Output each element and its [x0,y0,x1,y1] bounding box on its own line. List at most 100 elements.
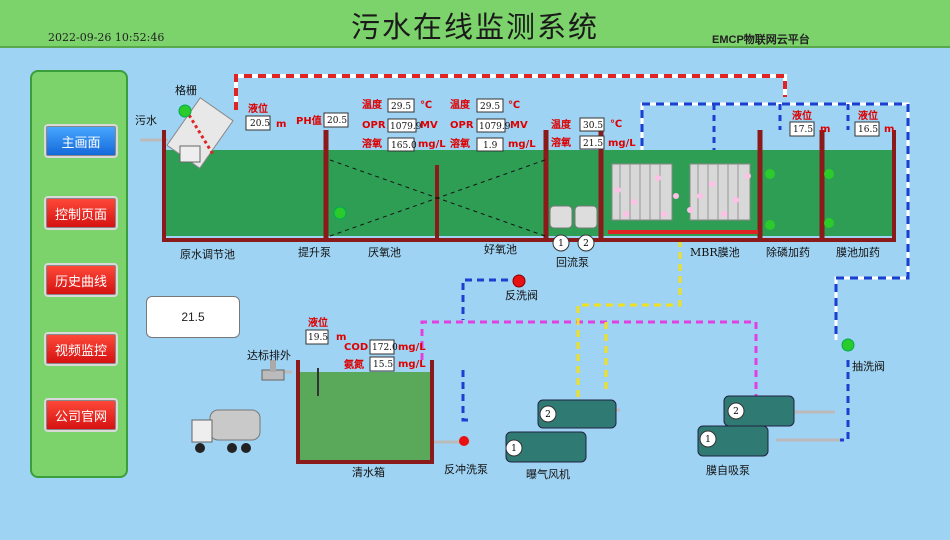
svg-text:温度: 温度 [551,118,572,131]
blowers [505,399,617,463]
label-clear-tank: 清水箱 [352,465,385,479]
svg-text:液位: 液位 [308,316,328,329]
anoxic-opr-value: 1079.9 [390,122,422,132]
nav-main-button[interactable]: 主画面 [44,124,118,158]
svg-text:温度: 温度 [450,98,471,111]
screen-unit [166,97,234,169]
svg-text:mg/L: mg/L [398,342,426,353]
self-priming-pumps [697,395,795,457]
label-backflush-pump: 反冲洗泵 [444,462,488,476]
svg-text:MV: MV [420,120,438,131]
svg-text:1: 1 [511,444,517,454]
svg-text:氨氮: 氨氮 [344,358,364,371]
label-discharge: 达标排外 [247,348,291,362]
return-temp-value: 30.5 [583,121,603,131]
label-return-pump: 回流泵 [556,255,589,269]
nav-control-button[interactable]: 控制页面 [44,196,118,230]
svg-text:溶氧: 溶氧 [450,137,470,150]
return-pumps [549,205,598,252]
main-tank [162,130,896,242]
svg-text:2: 2 [545,410,551,420]
svg-text:m: m [276,119,286,130]
svg-text:液位: 液位 [858,109,878,122]
pump-numbers: 1 2 2 1 2 1 [511,239,739,454]
label-phosphorus: 除磷加药 [766,245,810,259]
svg-text:OPR: OPR [362,120,386,131]
clear-water-tank [296,360,434,464]
svg-text:m: m [336,332,346,343]
yellow-pipe [576,240,682,400]
header-bar: 污水在线监测系统 2022-09-26 10:52:46 EMCP物联网云平台 [0,0,950,48]
svg-text:OPR: OPR [450,120,474,131]
svg-text:m: m [884,124,894,135]
label-mbr: MBR膜池 [690,246,740,259]
magenta-pipe [420,320,758,410]
eq-level-value: 20.5 [250,119,270,129]
label-suction-valve: 抽洗阀 [852,359,885,373]
aerobic-temp-value: 29.5 [480,102,500,112]
svg-text:mg/L: mg/L [608,138,636,149]
mem-level-group: 液位 16.5 m [854,109,894,137]
svg-text:2: 2 [733,407,739,417]
svg-text:1: 1 [558,239,564,249]
phos-level-value: 17.5 [793,125,813,135]
label-aerobic: 好氧池 [484,242,517,256]
mbr-membranes [611,163,751,221]
label-lift-pump: 提升泵 [298,246,331,259]
mem-level-value: 16.5 [858,125,878,135]
labels: 污水 格栅 原水调节池 提升泵 厌氧池 好氧池 回流泵 MBR膜池 除磷加药 膜… [135,83,885,481]
label-self-priming: 膜自吸泵 [706,464,750,477]
svg-text:溶氧: 溶氧 [362,137,382,150]
clear-tank-params: 液位 19.5 m COD 172.0 mg/L 氨氮 15.5 mg/L [305,316,426,372]
nav-history-button[interactable]: 历史曲线 [44,263,118,297]
anoxic-temp-value: 29.5 [391,102,411,112]
svg-text:溶氧: 溶氧 [551,136,571,149]
svg-text:PH值: PH值 [296,114,322,127]
label-anoxic: 厌氧池 [368,245,401,259]
svg-text:液位: 液位 [792,109,812,122]
ph-value: 20.5 [327,116,347,126]
aerobic-params: 温度 29.5 ℃ OPR 1079.9 MV 溶氧 1.9 mg/L [450,98,536,152]
aerobic-opr-value: 1079.9 [479,122,511,132]
svg-text:COD: COD [344,342,368,353]
label-wastewater: 污水 [135,114,157,127]
nav-video-button[interactable]: 视频监控 [44,332,118,366]
ph-group: PH值 20.5 [296,112,349,128]
clear-level-value: 19.5 [308,333,328,343]
red-pipe [234,74,787,230]
svg-text:m: m [820,124,830,135]
status-lights [178,104,855,452]
aerobic-do-value: 1.9 [483,141,498,151]
svg-text:液位: 液位 [248,102,268,115]
phos-level-group: 液位 17.5 m [789,109,830,137]
anoxic-params: 温度 29.5 ℃ OPR 1079.9 MV 溶氧 165.0 mg/L [362,98,446,152]
svg-text:MV: MV [510,120,528,131]
page-title: 污水在线监测系统 [350,10,599,44]
nav-panel: 主画面 控制页面 历史曲线 视频监控 公司官网 [30,70,128,478]
eq-level-group: 液位 20.5 m [245,102,286,131]
svg-text:℃: ℃ [610,119,622,130]
nh-value: 15.5 [373,360,393,370]
value-readout: 21.5 [146,296,240,338]
label-equalization: 原水调节池 [180,248,235,261]
label-backwash-valve: 反洗阀 [505,288,538,302]
svg-text:mg/L: mg/L [418,139,446,150]
svg-text:温度: 温度 [362,98,383,111]
tanker-truck [191,409,261,453]
discharge-tap [261,360,285,381]
svg-text:℃: ℃ [420,100,432,111]
return-do-value: 21.5 [583,139,603,149]
label-screen: 格栅 [175,83,197,97]
nav-website-button[interactable]: 公司官网 [44,398,118,432]
return-params: 温度 30.5 ℃ 溶氧 21.5 mg/L [551,117,636,150]
grey-pipe [140,138,840,444]
svg-text:1: 1 [705,435,711,445]
svg-text:℃: ℃ [508,100,520,111]
label-blower: 曝气风机 [526,467,570,481]
svg-text:2: 2 [583,239,589,249]
platform-name: EMCP物联网云平台 [712,34,810,46]
svg-text:mg/L: mg/L [508,139,536,150]
anoxic-do-value: 165.0 [391,141,417,151]
cod-value: 172.0 [372,343,398,353]
